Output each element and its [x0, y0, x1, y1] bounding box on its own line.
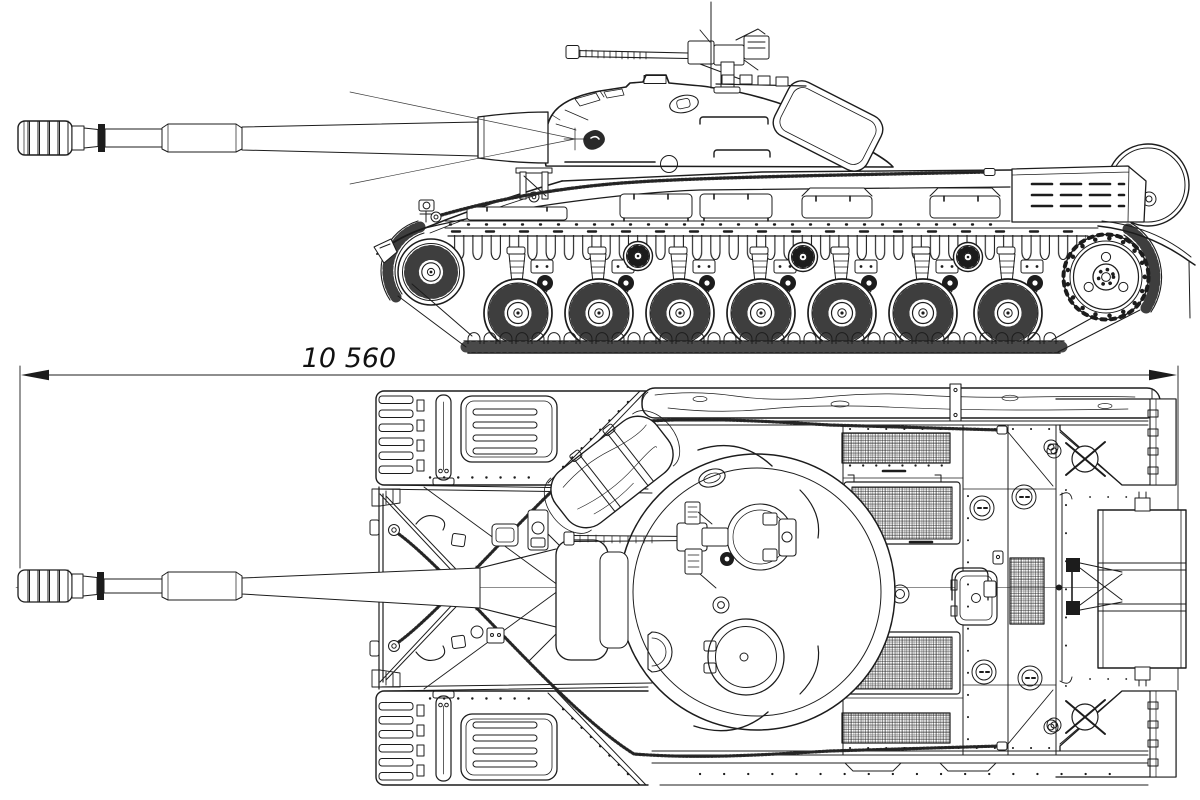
fender-log	[641, 383, 1161, 786]
elevation-lines	[349, 91, 576, 185]
turret-side	[543, 74, 894, 173]
rear-corner-top	[1046, 398, 1177, 500]
tarp-roll	[543, 410, 681, 534]
rear-corner-bottom	[1046, 676, 1177, 778]
main-gun-plan	[17, 567, 481, 609]
aa-machine-gun	[565, 28, 807, 94]
turret-plan	[475, 444, 896, 732]
drive-sprocket	[1061, 232, 1151, 322]
idler-wheel	[398, 239, 464, 305]
bow-fittings	[415, 509, 549, 661]
main-gun-side	[17, 111, 549, 164]
top-view	[15, 383, 1187, 787]
hull-side	[373, 165, 1196, 319]
rear-fuel-drums	[1056, 491, 1187, 687]
side-view	[17, 1, 1196, 353]
front-track-block-right	[370, 668, 654, 787]
tow-cable-side	[430, 168, 996, 223]
dimension-label: 10 560	[302, 343, 396, 374]
